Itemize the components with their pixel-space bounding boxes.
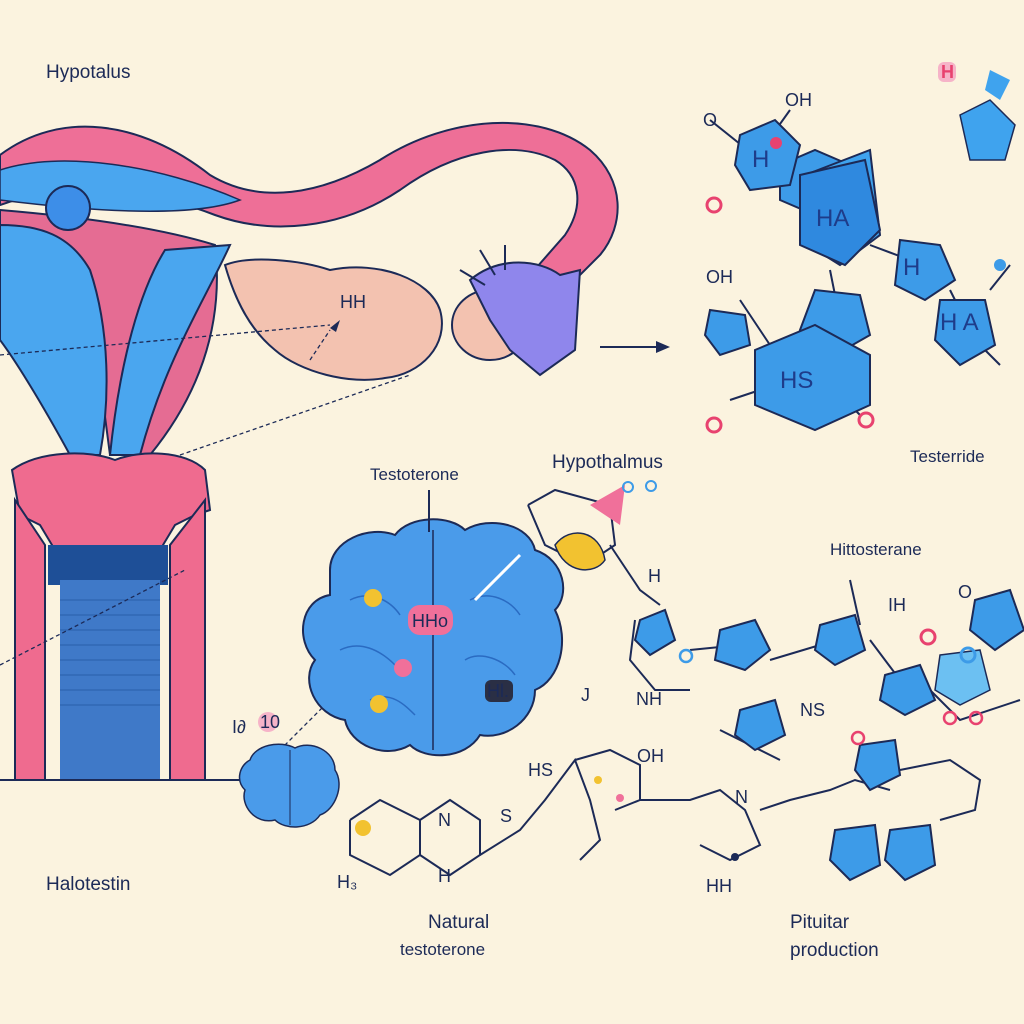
o-label: O	[703, 110, 717, 130]
hs-label: HS	[528, 760, 553, 780]
label-hypotalus: Hypotalus	[46, 62, 131, 83]
o-label: O	[958, 582, 972, 602]
molecule-top-right: H O OH H HA H H A HS OH	[703, 62, 1016, 434]
s-label: S	[500, 806, 512, 826]
label-pituitar: Pituitar	[790, 912, 850, 933]
ovary-illustration	[223, 245, 582, 381]
ha-label: H A	[940, 309, 979, 336]
label-testerride: Testerride	[910, 447, 985, 466]
label-halotestin: Halotestin	[46, 874, 131, 895]
n-label: N	[438, 810, 451, 830]
oh-label: OH	[785, 90, 812, 110]
hl-label: Hl.	[487, 681, 509, 701]
h3-label: H₃	[337, 872, 357, 892]
ha-label: HA	[816, 205, 849, 232]
h-label: H	[903, 254, 920, 281]
label-natural: Natural	[428, 912, 490, 933]
h-label: H	[941, 62, 954, 82]
hho-label: HHo	[412, 611, 448, 631]
label-testoterone-bottom: testoterone	[400, 940, 486, 959]
oh-label: OH	[637, 746, 664, 766]
brain-illustration: HHo Hl.	[302, 518, 565, 757]
h-label: H	[752, 146, 769, 173]
label-hittosterane: Hittosterane	[830, 540, 922, 559]
small-brain-illustration: I∂ 10	[232, 712, 340, 828]
io-label: I∂	[232, 717, 246, 737]
j-label: J	[581, 685, 590, 705]
n-label: N	[735, 787, 748, 807]
oh-label: OH	[706, 267, 733, 287]
label-testoterone-top: Testoterone	[370, 465, 459, 484]
molecule-chain-nodes	[355, 480, 1024, 882]
ih-label: IH	[888, 595, 906, 615]
ns-label: NS	[800, 700, 825, 720]
label-production: production	[790, 940, 879, 961]
label-hypothalmus: Hypothalmus	[552, 452, 663, 473]
molecule-chain-labels: H NH NS IH O HS OH N S H N HH H₃ J	[337, 566, 972, 896]
ten-label: 10	[260, 712, 280, 732]
hs-label: HS	[780, 367, 813, 394]
oh-label: H	[648, 566, 661, 586]
hh-label: HH	[340, 292, 366, 312]
uterus-illustration	[0, 121, 619, 781]
h-label: H	[438, 866, 451, 886]
hh-label: HH	[706, 876, 732, 896]
nh-label: NH	[636, 689, 662, 709]
pointer-line	[428, 490, 430, 532]
